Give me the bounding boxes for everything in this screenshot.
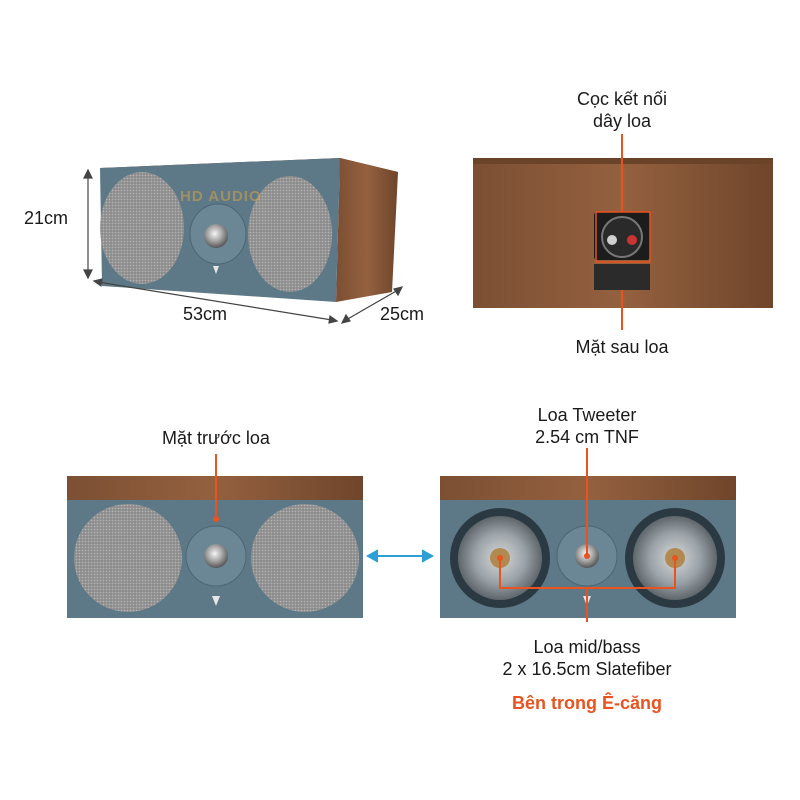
compare-arrow [365,549,435,563]
width-label: 53cm [183,304,228,324]
front-label: Mặt trước loa [162,428,270,448]
brand-logo: HD AUDIO [180,188,262,205]
terminal-label-line2: dây loa [592,111,652,131]
speaker-front [67,476,363,618]
tweeter [204,224,228,248]
midbass-label-line2: 2 x 16.5cm Slatefiber [502,659,672,679]
tweeter-front [204,544,228,568]
tweeter-label-line1: Loa Tweeter [537,405,637,425]
brand-icon [213,266,219,274]
left-grille [100,172,184,284]
back-label: Mặt sau loa [575,337,669,357]
speaker-inside [440,476,736,618]
right-grille [248,176,332,292]
speaker-perspective [100,158,398,302]
terminal-label: Cọc kết nối dây loa [555,88,689,132]
height-label: 21cm [24,208,69,228]
inside-caption: Bên trong Ê-căng [511,693,662,713]
midbass-label: Loa mid/bass 2 x 16.5cm Slatefiber [497,636,677,680]
port-plate [594,264,650,290]
dimension-lines [83,168,404,324]
terminal-label-line1: Cọc kết nối [576,89,668,109]
cabinet-side [336,158,398,302]
tweeter-label-line2: 2.54 cm TNF [535,427,639,447]
midbass-label-line1: Loa mid/bass [533,637,641,657]
terminal-negative [607,235,617,245]
terminal-positive [627,235,637,245]
right-grille-front [251,504,359,612]
depth-label: 25cm [380,304,425,324]
left-grille-front [74,504,182,612]
tweeter-label: Loa Tweeter 2.54 cm TNF [520,404,654,448]
